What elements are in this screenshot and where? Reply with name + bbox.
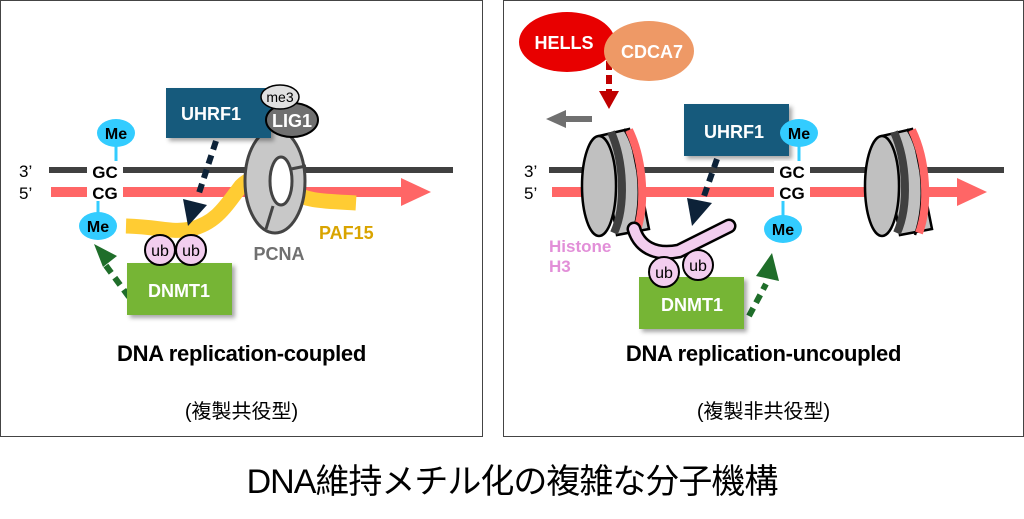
replication-uncoupled-diagram: 3’ 5’ HELLS C xyxy=(519,12,1004,329)
dnmt1-to-methyl-arrow xyxy=(94,244,132,299)
ubiquitin-1 xyxy=(648,256,680,288)
uhrf1-label: UHRF1 xyxy=(181,104,241,124)
cdca7-oval xyxy=(604,21,694,81)
dnmt1-box xyxy=(127,263,232,315)
ub-label-2: ub xyxy=(689,258,707,275)
me3-label: me3 xyxy=(266,89,293,105)
cdca7-label: CDCA7 xyxy=(621,42,683,62)
paf15-ribbon xyxy=(125,170,357,238)
methyl-group-bottom xyxy=(79,212,117,240)
hells-to-nucleosome-arrow xyxy=(599,61,619,109)
uhrf1-label: UHRF1 xyxy=(704,122,764,142)
methyl-label-top: Me xyxy=(105,126,127,143)
coupled-caption-jp: (複製共役型) xyxy=(184,401,299,423)
base-cg: CG xyxy=(92,184,118,203)
uncoupled-caption: DNA replication-uncoupled xyxy=(625,341,902,366)
strand-arrowhead xyxy=(957,178,987,206)
uhrf1-to-h3-arrow xyxy=(687,158,720,226)
base-gc: GC xyxy=(779,163,805,182)
ub-label-1: ub xyxy=(655,265,673,282)
uhrf1-to-ub-arrow xyxy=(183,140,219,226)
base-cg: CG xyxy=(779,184,805,203)
uhrf1-box xyxy=(166,88,271,138)
strand-label-5prime: 5’ xyxy=(524,184,537,203)
dnmt1-to-methyl-arrow xyxy=(746,253,779,318)
replication-uncoupled-panel: 3’ 5’ HELLS C xyxy=(503,0,1024,437)
pcna-ring xyxy=(243,127,307,235)
dnmt1-label: DNMT1 xyxy=(661,295,723,315)
lig1-label: LIG1 xyxy=(272,111,312,131)
ub-label-2: ub xyxy=(182,243,200,260)
methyl-group-top xyxy=(97,119,135,147)
hells-label: HELLS xyxy=(534,33,593,53)
histone-h3-label-2: H3 xyxy=(549,257,571,276)
strand-label-3prime: 3’ xyxy=(19,162,32,181)
methyl-label-bottom: Me xyxy=(772,222,794,239)
methyl-label-top: Me xyxy=(788,126,810,143)
ub-label-1: ub xyxy=(151,243,169,260)
histone-h3-label-1: Histone xyxy=(549,237,611,256)
replication-coupled-panel: 3’ 5’ GC CG Me Me UHRF1 LIG1 me3 xyxy=(0,0,483,437)
methyl-group-bottom xyxy=(764,215,802,243)
paf15-label: PAF15 xyxy=(319,223,374,243)
nucleosome-left xyxy=(580,127,651,238)
uhrf1-box xyxy=(684,104,789,156)
dnmt1-label: DNMT1 xyxy=(148,281,210,301)
figure-title: DNA維持メチル化の複雑な分子機構 xyxy=(246,463,779,501)
remodeling-direction-arrow xyxy=(546,110,592,128)
pcna-label: PCNA xyxy=(253,244,304,264)
strand-arrowhead xyxy=(401,178,431,206)
me3-oval xyxy=(260,84,300,110)
uncoupled-caption-jp: (複製非共役型) xyxy=(696,401,831,423)
nascent-strand xyxy=(552,178,987,206)
base-gc: GC xyxy=(92,163,118,182)
methyl-group-top xyxy=(780,119,818,147)
strand-label-3prime: 3’ xyxy=(524,162,537,181)
coupled-caption: DNA replication-coupled xyxy=(117,341,366,366)
hells-oval xyxy=(519,12,615,72)
ubiquitin-2 xyxy=(175,234,207,266)
replication-coupled-diagram: 3’ 5’ GC CG Me Me UHRF1 LIG1 me3 xyxy=(19,84,453,315)
methyl-label-bottom: Me xyxy=(87,219,109,236)
histone-h3-tail xyxy=(629,221,734,258)
strand-label-5prime: 5’ xyxy=(19,184,32,203)
nucleosome-right xyxy=(863,127,934,238)
ubiquitin-2 xyxy=(682,249,714,281)
